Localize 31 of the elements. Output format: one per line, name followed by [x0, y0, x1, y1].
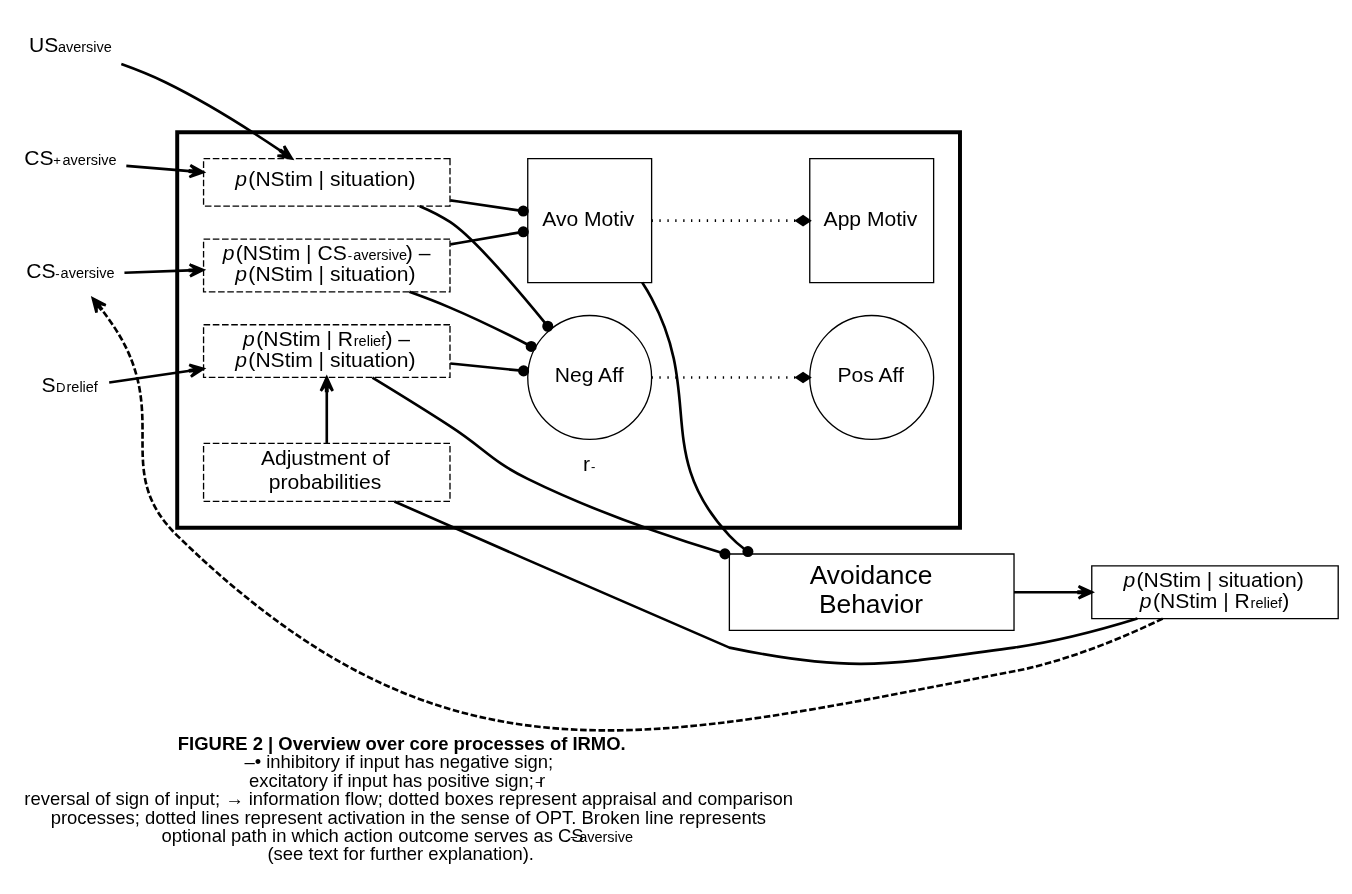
arrow	[319, 375, 335, 443]
node-box: p(NStim | situation) p(NStim | Rrelief)	[1091, 564, 1339, 619]
connector	[371, 376, 731, 559]
arrow	[124, 262, 205, 278]
connector	[450, 361, 530, 376]
edge-label: r-	[583, 451, 596, 475]
node-circle: Pos Aff	[809, 314, 935, 440]
connector	[651, 214, 812, 226]
arrow	[120, 62, 293, 160]
node-box: App Motiv	[809, 157, 935, 283]
node-box: p(NStim | situation)	[202, 157, 451, 207]
arrow	[1014, 584, 1094, 599]
node-box: p(NStim | Rrelief) – p(NStim | situation)	[202, 323, 451, 378]
connector	[450, 198, 529, 217]
node-text: CS-aversive	[26, 258, 115, 282]
connector	[651, 371, 812, 383]
node-box: Avoidance Behavior	[728, 552, 1015, 631]
cluster	[175, 129, 962, 530]
connector	[641, 281, 754, 557]
connector	[408, 290, 537, 352]
connector	[419, 204, 554, 332]
node-box: p(NStim | CS-aversive) – p(NStim | situation)	[202, 237, 451, 292]
connector	[450, 225, 529, 246]
node-text: CS+aversive	[24, 145, 117, 169]
node-text: SDrelief	[41, 372, 98, 396]
node-box: Adjustment of probabilities	[202, 442, 451, 502]
arrow	[109, 363, 205, 384]
arrow	[126, 163, 205, 178]
arrow	[91, 296, 1164, 731]
node-text: USaversive	[28, 32, 112, 56]
node-box: Avo Motiv	[527, 157, 653, 283]
